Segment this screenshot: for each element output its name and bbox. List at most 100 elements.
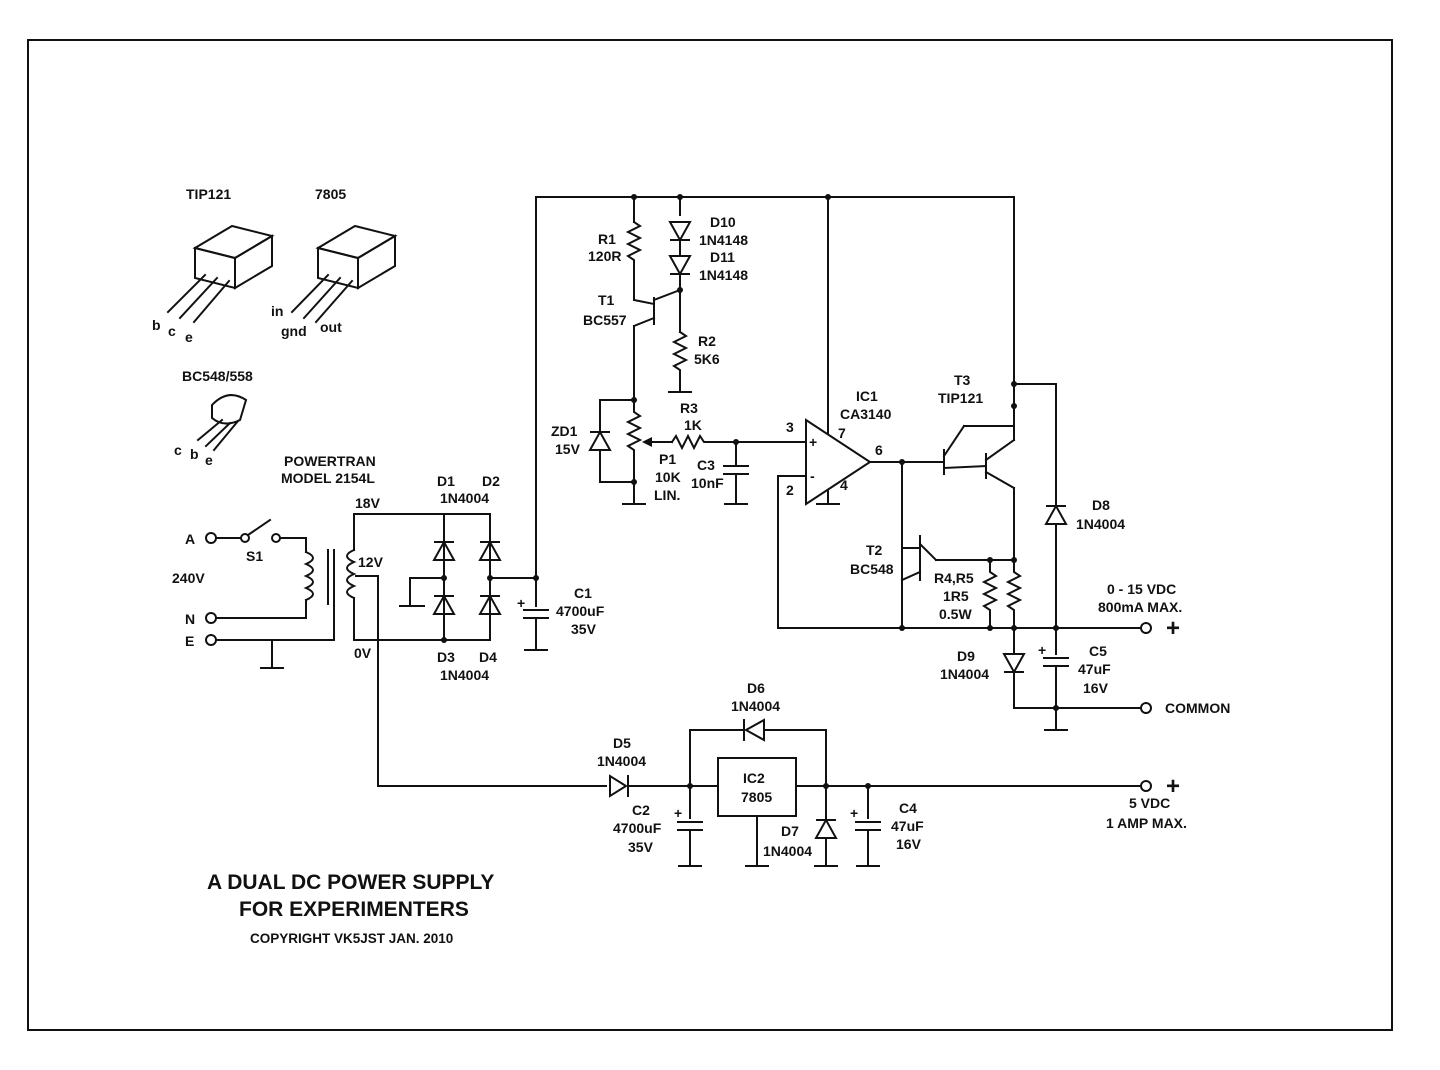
- c2-label: C2: [632, 802, 650, 818]
- zd1-value: 15V: [555, 441, 581, 457]
- pin-e-label: e: [185, 329, 193, 345]
- t2-label: T2: [866, 542, 883, 558]
- ic1-label: IC1: [856, 388, 878, 404]
- page-border: [27, 39, 1393, 1031]
- mains-n-label: N: [185, 611, 195, 627]
- c5-value: 47uF: [1078, 661, 1111, 677]
- p1-value: 10K: [655, 469, 681, 485]
- d8-label: D8: [1092, 497, 1110, 513]
- c2-value: 4700uF: [613, 820, 662, 836]
- r3-label: R3: [680, 400, 698, 416]
- c4-value: 47uF: [891, 818, 924, 834]
- 5v-regulator-section: [609, 718, 1152, 867]
- d3-label: D3: [437, 649, 455, 665]
- c5-plus: +: [1038, 642, 1046, 658]
- ic1-plus: +: [809, 434, 817, 450]
- tip121-package-drawing: [166, 224, 275, 324]
- pkg-bc548-label: BC548/558: [182, 368, 253, 384]
- t2-and-sense-resistors: [899, 461, 1059, 631]
- pin-c-label: c: [168, 323, 176, 339]
- fixed-output-current: 1 AMP MAX.: [1106, 815, 1187, 831]
- c3-label: C3: [697, 457, 715, 473]
- ic1-type: CA3140: [840, 406, 892, 422]
- ic1-pin2: 2: [786, 482, 794, 498]
- d9-type: 1N4004: [940, 666, 989, 682]
- r2-value: 5K6: [694, 351, 720, 367]
- transformer-name-1: POWERTRAN: [284, 453, 376, 469]
- c1-plus: +: [517, 595, 525, 611]
- c4-voltage: 16V: [896, 836, 922, 852]
- t3-darlington: [942, 196, 1067, 655]
- ic1-minus: -: [810, 468, 815, 484]
- ic1-opamp: [777, 196, 1141, 629]
- d11-label: D11: [710, 249, 735, 265]
- r1-value: 120R: [588, 248, 621, 264]
- transformer-0v: 0V: [354, 645, 372, 661]
- d10-type: 1N4148: [699, 232, 748, 248]
- d5-type: 1N4004: [597, 753, 646, 769]
- d7-type: 1N4004: [763, 843, 812, 859]
- bc548-package-drawing: [196, 394, 248, 452]
- ic1-pin7: 7: [838, 425, 846, 441]
- c3-value: 10nF: [691, 475, 724, 491]
- t3-type: TIP121: [938, 390, 983, 406]
- transformer-18v: 18V: [355, 495, 381, 511]
- ic2-type: 7805: [741, 789, 772, 805]
- d11-type: 1N4148: [699, 267, 748, 283]
- pin-c2-label: c: [174, 442, 182, 458]
- c1-value: 4700uF: [556, 603, 605, 619]
- d5-label: D5: [613, 735, 631, 751]
- pin-gnd-label: gnd: [281, 323, 307, 339]
- c2-voltage: 35V: [628, 839, 654, 855]
- title-line-1: A DUAL DC POWER SUPPLY: [207, 871, 494, 894]
- mains-240v-label: 240V: [172, 570, 205, 586]
- d6-type: 1N4004: [731, 698, 780, 714]
- d2-label: D2: [482, 473, 500, 489]
- ic1-pin3: 3: [786, 419, 794, 435]
- pin-b-label: b: [152, 317, 161, 333]
- transformer-12v: 12V: [358, 554, 384, 570]
- d9-c5-common: [1003, 622, 1152, 731]
- zd1-label: ZD1: [551, 423, 578, 439]
- transformer-name-2: MODEL 2154L: [281, 470, 375, 486]
- ic1-pin6: 6: [875, 442, 883, 458]
- 7805-package-drawing: [290, 224, 398, 324]
- pin-in-label: in: [271, 303, 283, 319]
- zener-and-pot: [589, 397, 807, 505]
- supply-rail: [535, 194, 1015, 579]
- p1-label: P1: [659, 451, 676, 467]
- ic2-label: IC2: [743, 770, 765, 786]
- t3-label: T3: [954, 372, 971, 388]
- d8-type: 1N4004: [1076, 516, 1125, 532]
- c2-plus: +: [674, 805, 682, 821]
- d9-label: D9: [957, 648, 975, 664]
- pin-b2-label: b: [190, 446, 199, 462]
- d6-label: D6: [747, 680, 765, 696]
- r3-value: 1K: [684, 417, 702, 433]
- mains-e-label: E: [185, 633, 194, 649]
- d4-label: D4: [479, 649, 497, 665]
- d7-label: D7: [781, 823, 799, 839]
- mains-a-label: A: [185, 531, 195, 547]
- t1-label: T1: [598, 292, 615, 308]
- p1-type: LIN.: [654, 487, 680, 503]
- r45-label: R4,R5: [934, 570, 974, 586]
- r45-wattage: 0.5W: [939, 606, 972, 622]
- common-label: COMMON: [1165, 700, 1230, 716]
- r1-label: R1: [598, 231, 616, 247]
- pin-e2-label: e: [205, 452, 213, 468]
- reference-circuit: [625, 196, 693, 401]
- var-output-current: 800mA MAX.: [1098, 599, 1182, 615]
- t2-type: BC548: [850, 561, 894, 577]
- copyright-label: COPYRIGHT VK5JST JAN. 2010: [250, 931, 453, 946]
- c1-capacitor: [523, 575, 549, 651]
- r45-value: 1R5: [943, 588, 969, 604]
- d10-label: D10: [710, 214, 736, 230]
- c1-label: C1: [574, 585, 592, 601]
- c4-plus: +: [850, 805, 858, 821]
- r2-label: R2: [698, 333, 716, 349]
- t1-type: BC557: [583, 312, 627, 328]
- c5-label: C5: [1089, 643, 1107, 659]
- fixed-output-plus: +: [1166, 773, 1180, 800]
